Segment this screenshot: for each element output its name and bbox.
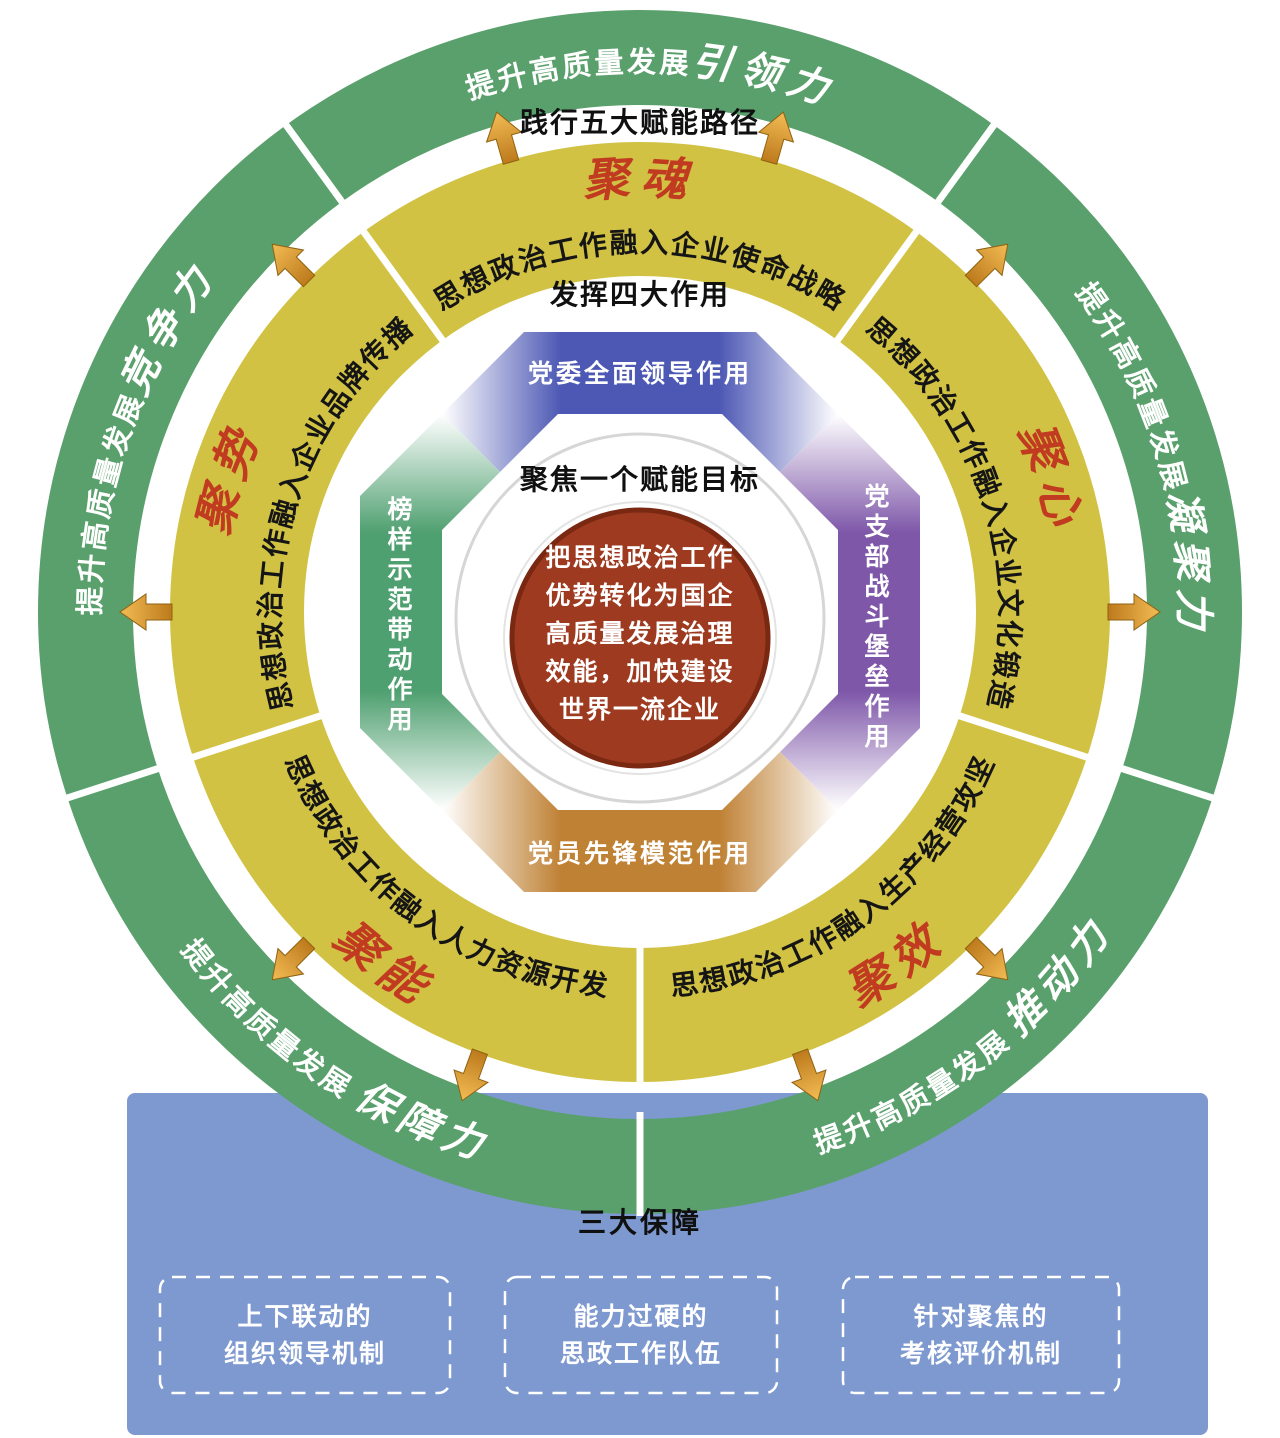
role-segment-party-committee [442, 332, 838, 472]
role-label-party-committee: 党委全面领导作用 [528, 359, 752, 388]
roles-octagon [360, 332, 920, 892]
role-segment-role-model [360, 414, 500, 810]
goal-circle [509, 507, 771, 769]
ring-divider [357, 224, 449, 348]
goal-text-line: 世界一流企业 [559, 695, 721, 724]
ring-divider [931, 121, 998, 210]
svg-text:聚魂: 聚魂 [581, 150, 699, 208]
goal-text-line: 高质量发展治理 [545, 619, 734, 648]
role-segment-party-member [442, 752, 838, 892]
support-boxes [158, 1275, 1121, 1395]
goal-text-line: 效能，加快建设 [545, 657, 734, 686]
support-panel-title: 三大保障 [578, 1206, 702, 1238]
ring-divider [64, 763, 166, 802]
ring-divider [282, 121, 349, 210]
support-box-line: 思政工作队伍 [560, 1339, 722, 1368]
support-box-line: 考核评价机制 [900, 1339, 1062, 1368]
support-panel [127, 1093, 1208, 1435]
support-box-line: 上下联动的 [237, 1302, 372, 1331]
role-label-party-branch: 党支部战斗堡垒作用 [861, 483, 889, 753]
support-box-line: 能力过硬的 [573, 1302, 708, 1331]
role-label-party-member: 党员先锋模范作用 [528, 839, 752, 868]
ring-divider [831, 224, 923, 348]
goal-text-line: 优势转化为国企 [545, 581, 734, 610]
ring-dividers [64, 121, 1216, 1216]
support-box-line: 组织领导机制 [224, 1339, 386, 1368]
ring-divider [1114, 763, 1216, 802]
roles-ring-title: 发挥四大作用 [549, 278, 730, 310]
support-box-line: 针对聚焦的 [913, 1302, 1048, 1331]
goal-title: 聚焦一个赋能目标 [519, 463, 760, 495]
support-box [841, 1275, 1121, 1395]
path-ring-title: 践行五大赋能路径 [520, 106, 760, 138]
ring-divider [952, 710, 1094, 763]
role-label-role-model: 榜样示范带动作用 [384, 496, 412, 736]
goal-text-line: 把思想政治工作 [545, 543, 734, 572]
path-segment-tag: 聚魂 [581, 150, 689, 208]
support-box [503, 1275, 779, 1395]
role-segment-party-branch [780, 414, 920, 810]
support-box [158, 1275, 452, 1395]
ring-divider [186, 710, 328, 763]
